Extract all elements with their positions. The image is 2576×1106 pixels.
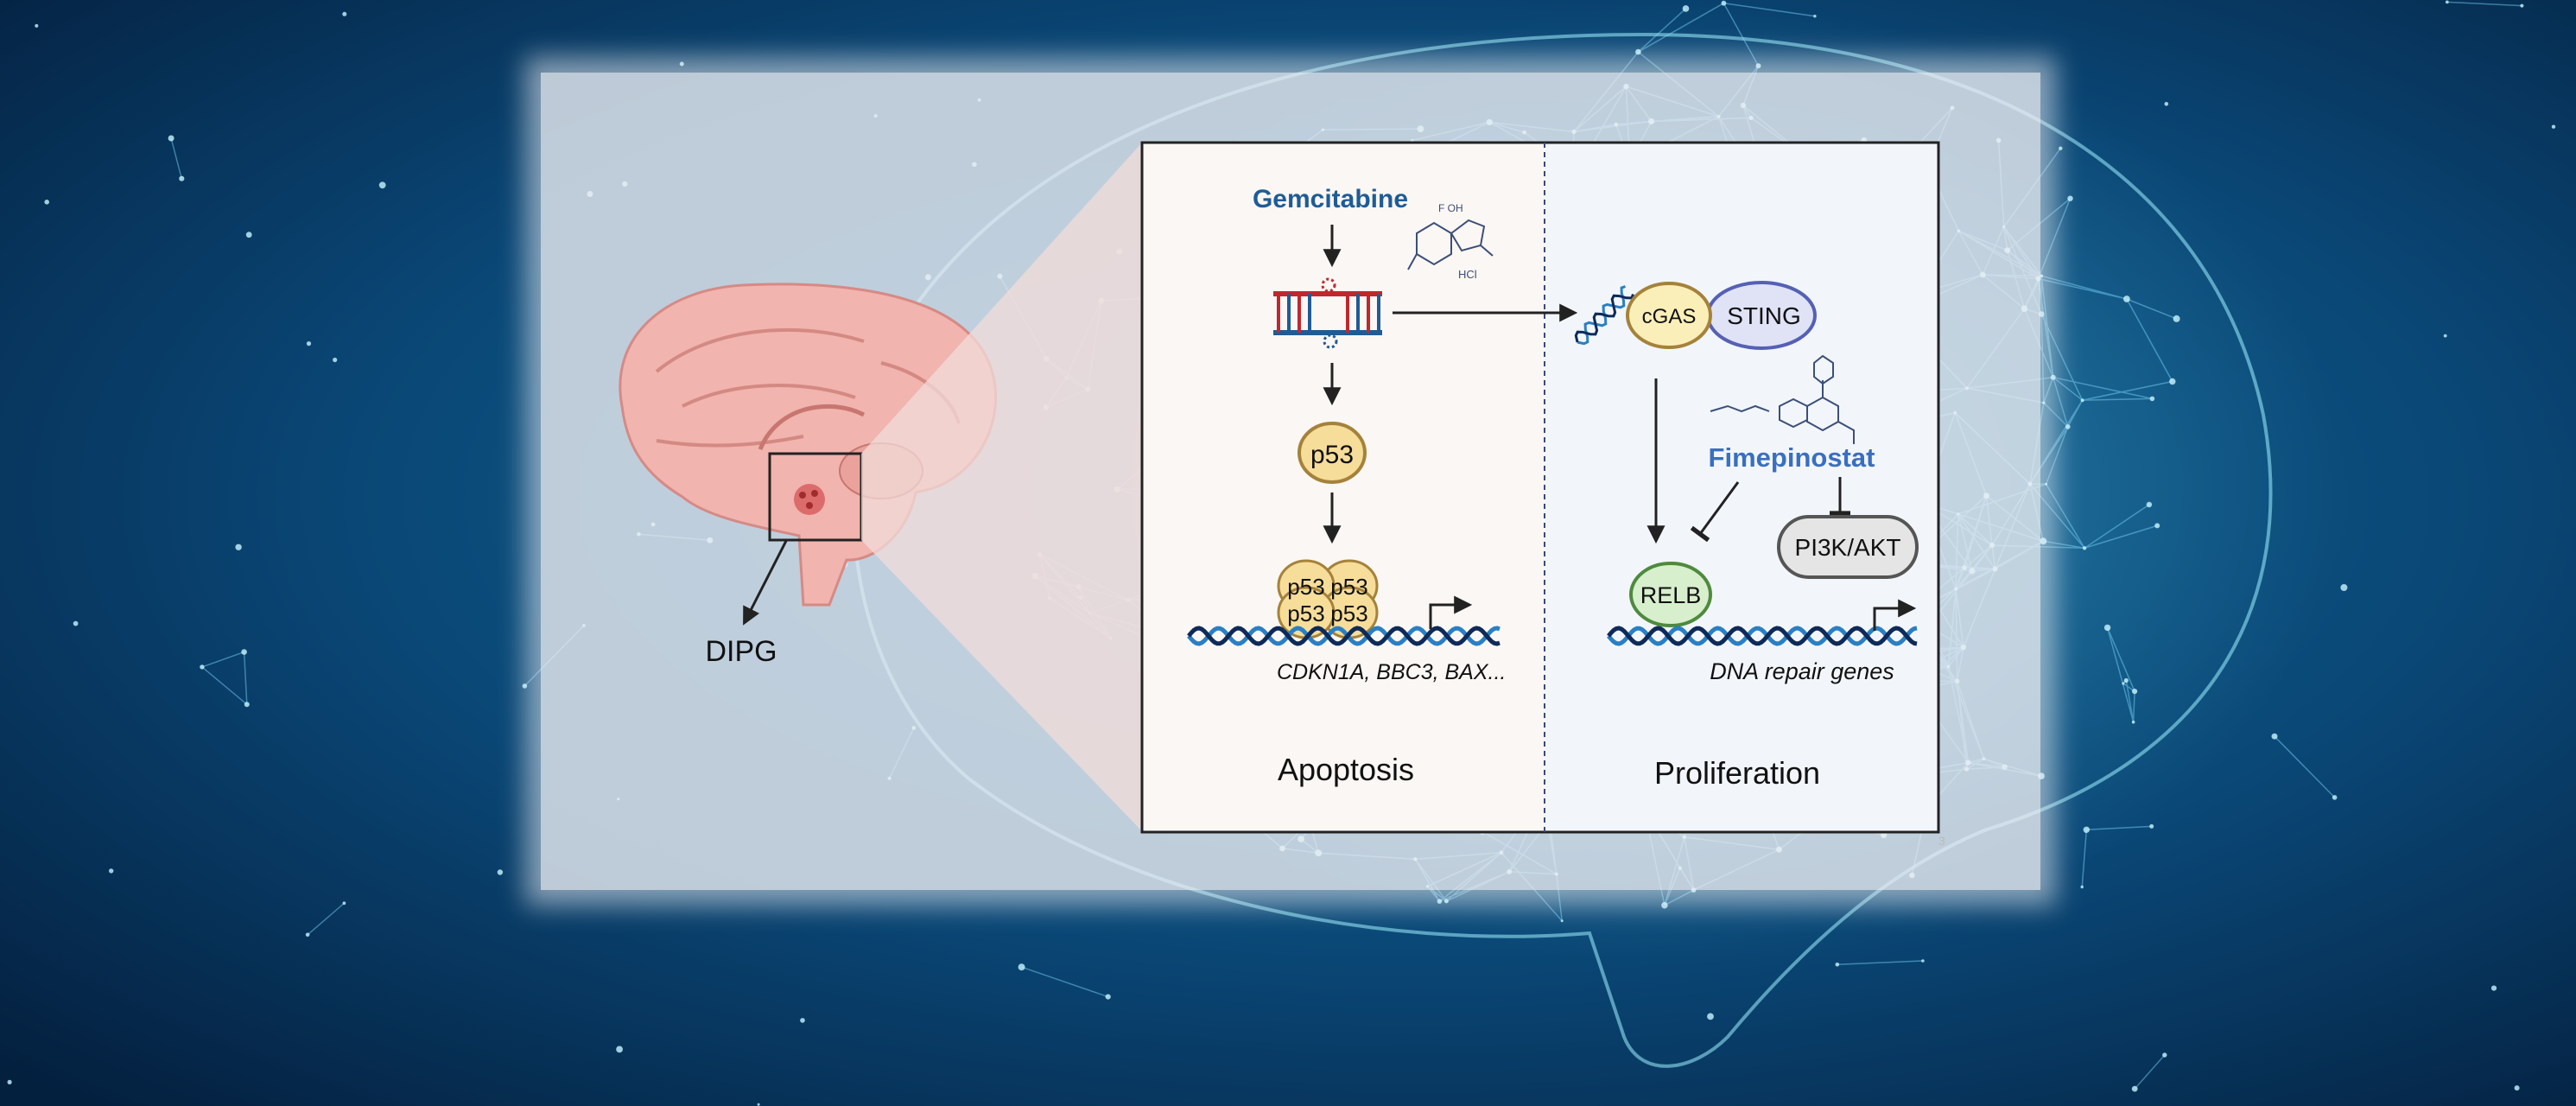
- cgas-label: cGAS: [1642, 305, 1697, 328]
- apoptosis-panel: [1142, 143, 1545, 832]
- gemcitabine-salt-label: HCl: [1458, 268, 1477, 281]
- structure-oh-label: F OH: [1438, 202, 1463, 214]
- transcription-start-arrow-right: [1873, 599, 1917, 631]
- cgas-node: [1626, 282, 1712, 349]
- relb-node: [1629, 562, 1712, 627]
- dna-repair-genes-label: DNA repair genes: [1710, 658, 1894, 684]
- dipg-pointer-arrow: [743, 540, 788, 626]
- gemcitabine-structure-icon: [1407, 219, 1494, 270]
- pi3k-akt-node: [1777, 515, 1919, 579]
- cytosolic-dna-fragment-icon: [1574, 285, 1634, 346]
- damaged-dna-icon: [1273, 277, 1382, 349]
- p53-tetramer-label-4: p53: [1287, 601, 1324, 626]
- slide-number: 3: [1938, 834, 1945, 848]
- p53-tetramer-label-3: p53: [1330, 601, 1367, 626]
- p53-tetramer-label-1: p53: [1287, 574, 1324, 600]
- gemcitabine-label: Gemcitabine: [1253, 185, 1408, 213]
- p53-node: [1298, 422, 1367, 484]
- transcription-start-arrow-left: [1429, 595, 1473, 629]
- apoptosis-outcome-label: Apoptosis: [1278, 752, 1414, 787]
- fimepinostat-label: Fimepinostat: [1709, 442, 1875, 473]
- relb-label: RELB: [1640, 582, 1702, 608]
- mechanism-frame: [1140, 141, 1940, 834]
- pi3k-akt-label: PI3K/AKT: [1795, 534, 1901, 561]
- fimepinostat-structure-icon: [1710, 354, 1855, 444]
- p53-label: p53: [1310, 441, 1354, 469]
- dna-helix-apoptosis: [1187, 626, 1501, 646]
- sting-label: STING: [1727, 302, 1801, 329]
- p53-tetramer: [1277, 559, 1379, 639]
- zoom-cone: [861, 143, 1142, 831]
- p53-tetramer-label-2: p53: [1330, 574, 1367, 600]
- proliferation-panel: [1545, 143, 1938, 832]
- inhibition-fimepinostat-to-relb: [1690, 481, 1740, 543]
- apoptosis-genes-label: CDKN1A, BBC3, BAX...: [1277, 660, 1506, 684]
- dipg-label: DIPG: [705, 635, 777, 668]
- dna-helix-proliferation: [1607, 626, 1918, 646]
- proliferation-outcome-label: Proliferation: [1654, 755, 1820, 791]
